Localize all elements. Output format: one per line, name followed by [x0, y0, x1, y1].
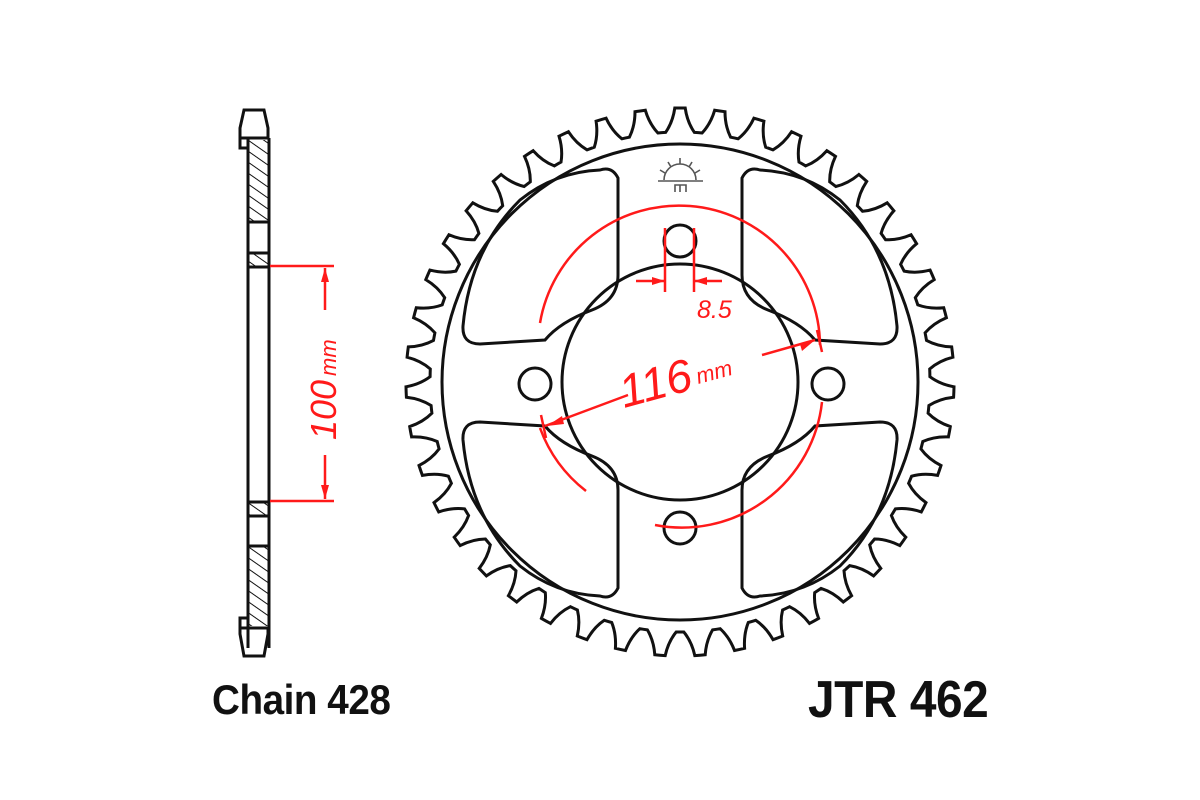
side-hatch-top [249, 140, 268, 222]
pcd-value: 116 [613, 348, 698, 417]
side-height-unit: mm [316, 339, 341, 376]
window-bottom-left [461, 420, 620, 599]
side-height-value: 100 [303, 380, 344, 440]
side-profile-view [238, 108, 271, 658]
side-bottom-tooth [238, 626, 270, 658]
sprocket-front-view [404, 106, 956, 658]
bolt-hole-left [517, 366, 553, 402]
pcd-arc [538, 204, 822, 346]
side-hatch-bottom [249, 546, 268, 626]
window-top-right [740, 167, 899, 346]
sprocket-teeth-outline [404, 106, 956, 658]
rising-sun-logo-icon [658, 158, 703, 192]
inner-rim-ring [440, 142, 920, 622]
bolt-hole-right [810, 366, 846, 402]
chain-size-label: Chain 428 [212, 676, 391, 723]
pcd-arc-lower [654, 401, 824, 529]
bolt-hole-top [662, 223, 698, 259]
side-hatch-upper-bolt [249, 253, 268, 267]
side-bottom-step [238, 616, 248, 628]
bolt-hole-value: 8.5 [697, 296, 732, 324]
side-hatch-lower-bolt [249, 502, 268, 516]
window-bottom-right [740, 420, 899, 599]
side-height-dimension [270, 264, 334, 503]
bolt-hole-dimension [636, 228, 722, 292]
window-top-left [461, 167, 620, 346]
center-bore [560, 262, 800, 502]
pcd-dimension [538, 204, 824, 529]
pcd-unit: mm [693, 355, 735, 389]
side-top-step [238, 138, 248, 150]
side-top-tooth [238, 108, 270, 140]
part-number-label: JTR 462 [808, 671, 989, 729]
